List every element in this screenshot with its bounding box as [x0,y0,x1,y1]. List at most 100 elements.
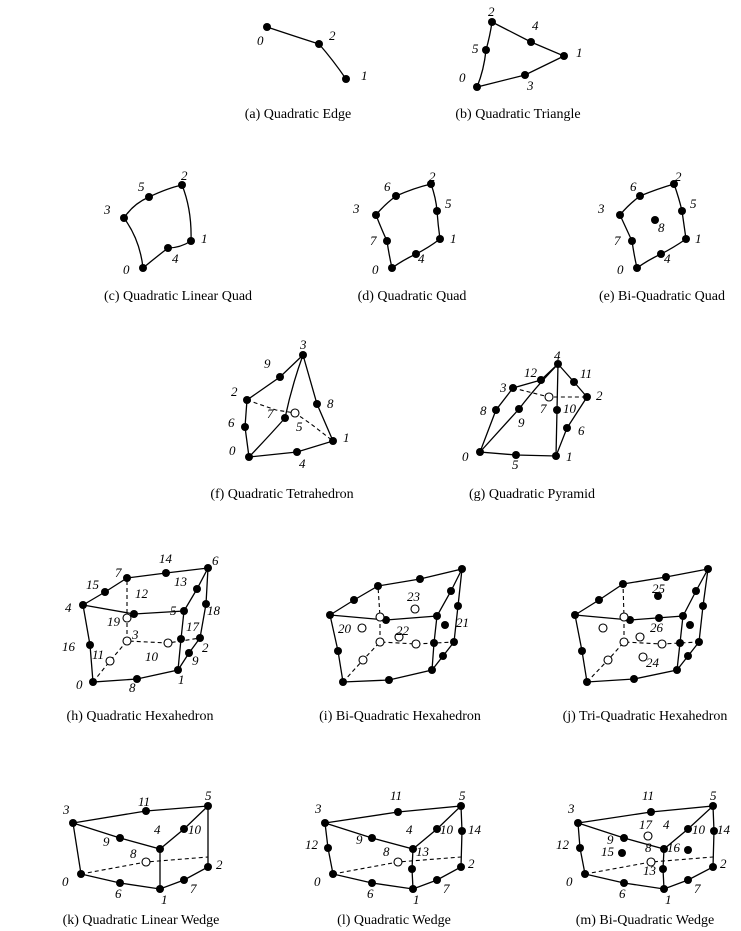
node-label: 7 [443,881,450,896]
node-point [368,834,376,842]
node-label: 20 [338,621,352,636]
panel-bi-quadratic-wedge: 11 5 3 17 4 10 14 12 9 8 16 15 13 2 0 7 … [556,788,731,928]
hidden-node-point [122,613,132,623]
node-point [581,870,589,878]
node-label: 8 [658,220,665,235]
node-label: 3 [499,380,507,395]
node-point [204,564,212,572]
node-point [457,802,465,810]
node-point [684,652,692,660]
node-point [619,580,627,588]
node-label: 2 [488,4,495,19]
cell-edge [475,21,566,88]
hidden-node-point [619,612,629,622]
panel-quadratic-linear-quad: 5 2 3 1 0 4 (c) Quadratic Linear Quad [103,168,252,304]
node-label: 8 [480,403,487,418]
node-point [647,808,655,816]
caption-j: (j) Tri-Quadratic Hexahedron [563,709,728,724]
node-point [392,192,400,200]
node-label: 8 [645,840,652,855]
node-point [174,666,182,674]
node-point [655,614,663,622]
node-label: 5 [138,179,145,194]
node-label: 7 [370,233,377,248]
node-point [178,181,186,189]
node-point [439,652,447,660]
node-point [709,863,717,871]
node-label: 1 [566,449,573,464]
node-point [276,373,284,381]
node-label: 3 [567,801,575,816]
hidden-node-point [635,632,645,642]
node-label: 21 [456,615,469,630]
node-point [430,639,438,647]
node-point [241,423,249,431]
node-label: 5 [445,196,452,211]
node-label: 3 [597,201,605,216]
hidden-cell-edge [586,641,700,683]
node-label: 5 [512,457,519,472]
node-label: 3 [352,201,360,216]
node-label: 6 [212,553,219,568]
hidden-node-point [643,831,653,841]
hidden-node-point [375,612,385,622]
node-point [560,52,568,60]
node-label: 1 [201,231,208,246]
node-label: 2 [329,28,336,43]
node-point [162,569,170,577]
node-point [412,250,420,258]
node-point [457,863,465,871]
node-point [660,885,668,893]
node-label: 9 [518,415,525,430]
node-label: 6 [367,886,374,901]
node-label: 9 [103,834,110,849]
node-label: 0 [123,262,130,277]
node-label: 7 [694,881,701,896]
node-label: 2 [231,384,238,399]
node-point [576,844,584,852]
cell-edge [619,183,687,270]
node-point [552,452,560,460]
node-point [710,827,718,835]
node-label: 12 [305,837,319,852]
node-point [313,400,321,408]
node-label: 6 [384,179,391,194]
node-point [583,393,591,401]
node-point [447,587,455,595]
caption-c: (c) Quadratic Linear Quad [104,289,252,304]
node-label: 11 [580,366,592,381]
node-point [527,38,535,46]
cell-edge [574,568,710,621]
panel-bi-quadratic-quad: 6 2 3 5 8 7 1 0 4 (e) Bi-Quadratic Quad [597,169,725,304]
node-point [408,865,416,873]
node-point [574,819,582,827]
node-label: 5 [472,41,479,56]
node-point [709,802,717,810]
node-point [673,666,681,674]
node-label: 2 [429,169,436,184]
node-point [416,575,424,583]
node-point [458,565,466,573]
node-point [315,40,323,48]
node-point [537,376,545,384]
node-label: 5 [459,788,466,803]
node-label: 5 [205,788,212,803]
node-label: 10 [145,649,159,664]
node-point [243,396,251,404]
hidden-node-point [393,857,403,867]
node-point [657,250,665,258]
panel-quadratic-linear-wedge: 11 5 3 4 10 9 8 2 0 7 6 1 (k) Quadratic … [62,788,223,928]
node-label: 14 [717,822,731,837]
node-point [156,885,164,893]
node-label: 7 [614,233,621,248]
node-point [433,612,441,620]
node-point [321,819,329,827]
node-point [374,582,382,590]
node-label: 0 [617,262,624,277]
node-point [368,879,376,887]
hidden-node-point [290,408,300,418]
node-point [79,601,87,609]
caption-i: (i) Bi-Quadratic Hexahedron [319,709,481,724]
node-point [476,448,484,456]
cell-edge [248,354,304,458]
